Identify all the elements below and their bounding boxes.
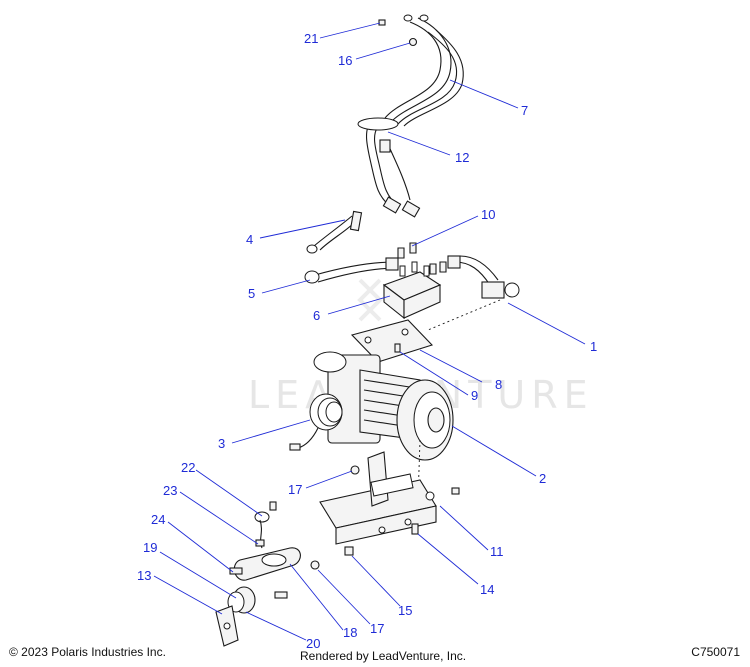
cable-5 bbox=[304, 257, 399, 284]
bolt-15 bbox=[344, 546, 354, 556]
bracket-11 bbox=[319, 451, 460, 545]
callout-10[interactable]: 10 bbox=[481, 207, 495, 222]
callout-8[interactable]: 8 bbox=[495, 377, 502, 392]
callout-17a[interactable]: 17 bbox=[288, 482, 302, 497]
plate-8 bbox=[350, 319, 434, 363]
callout-12[interactable]: 12 bbox=[455, 150, 469, 165]
nut-17a bbox=[350, 465, 360, 475]
callout-18[interactable]: 18 bbox=[343, 625, 357, 640]
callout-7[interactable]: 7 bbox=[521, 103, 528, 118]
screw-9 bbox=[394, 343, 401, 353]
callout-14[interactable]: 14 bbox=[480, 582, 494, 597]
callout-17b[interactable]: 17 bbox=[370, 621, 384, 636]
nut-16 bbox=[408, 37, 418, 47]
plug-1 bbox=[427, 255, 520, 331]
callout-16[interactable]: 16 bbox=[338, 53, 352, 68]
callout-5[interactable]: 5 bbox=[248, 286, 255, 301]
callout-2[interactable]: 2 bbox=[539, 471, 546, 486]
watermark-logo bbox=[357, 278, 383, 322]
contactor-6 bbox=[382, 261, 442, 320]
callout-3[interactable]: 3 bbox=[218, 436, 225, 451]
bolt-21 bbox=[378, 19, 386, 26]
diagram-id: C750071 bbox=[691, 645, 740, 659]
fairlead-assembly bbox=[215, 501, 301, 647]
callout-13[interactable]: 13 bbox=[137, 568, 151, 583]
callout-20[interactable]: 20 bbox=[306, 636, 320, 651]
rendered-by-text: Rendered by LeadVenture, Inc. bbox=[300, 649, 467, 663]
winch-2 bbox=[313, 351, 454, 501]
nut-17b bbox=[310, 560, 320, 570]
callout-4[interactable]: 4 bbox=[246, 232, 253, 247]
cable-harness bbox=[357, 14, 464, 218]
callout-22[interactable]: 22 bbox=[181, 460, 195, 475]
callouts: 21 16 7 12 10 4 5 6 1 8 9 3 2 17 11 14 1… bbox=[137, 31, 597, 651]
copyright-text: © 2023 Polaris Industries Inc. bbox=[9, 645, 166, 659]
callout-24[interactable]: 24 bbox=[151, 512, 165, 527]
callout-15[interactable]: 15 bbox=[398, 603, 412, 618]
leader-lines bbox=[153, 22, 586, 641]
bolt-14 bbox=[411, 523, 419, 535]
cable-4 bbox=[306, 210, 363, 254]
callout-9[interactable]: 9 bbox=[471, 388, 478, 403]
callout-1[interactable]: 1 bbox=[590, 339, 597, 354]
screws-10 bbox=[397, 242, 447, 275]
rope-3 bbox=[289, 393, 343, 451]
callout-11[interactable]: 11 bbox=[490, 544, 504, 559]
callout-6[interactable]: 6 bbox=[313, 308, 320, 323]
callout-19[interactable]: 19 bbox=[143, 540, 157, 555]
callout-21[interactable]: 21 bbox=[304, 31, 318, 46]
callout-23[interactable]: 23 bbox=[163, 483, 177, 498]
